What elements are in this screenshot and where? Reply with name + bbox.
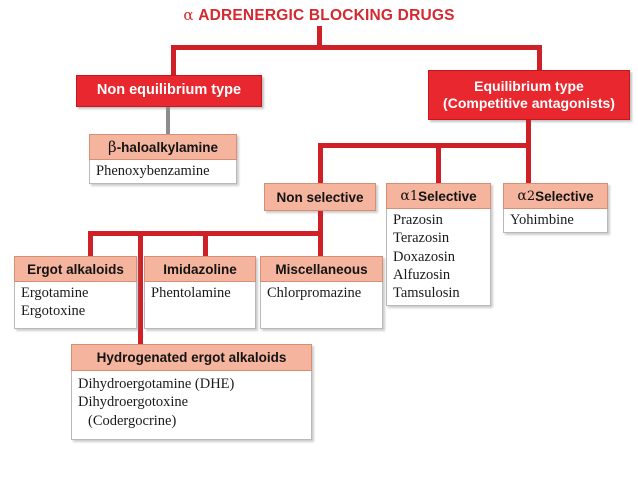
- list-item: Phenoxybenzamine: [96, 163, 210, 179]
- connector-drop-alpha1: [436, 143, 441, 183]
- connector-drop-equilibrium: [537, 45, 542, 70]
- connector-drop-non-selective: [318, 143, 323, 183]
- node-imidazoline-body: Phentolamine: [144, 282, 256, 329]
- node-imidazoline[interactable]: Imidazoline Phentolamine: [144, 256, 256, 329]
- node-equilibrium-type[interactable]: Equilibrium type (Competitive antagonist…: [428, 70, 630, 120]
- connector-drop-ergot-alkaloids: [88, 231, 93, 256]
- node-hydrogenated-ergot-alkaloids-header: Hydrogenated ergot alkaloids: [71, 344, 312, 371]
- node-miscellaneous[interactable]: Miscellaneous Chlorpromazine: [260, 256, 383, 329]
- list-item: Prazosin: [393, 212, 443, 228]
- node-ergot-alkaloids-header-text: Ergot alkaloids: [27, 261, 124, 277]
- alpha-symbol: α: [517, 188, 527, 204]
- connector-non-selective-stem: [318, 211, 323, 235]
- node-hydrogenated-ergot-alkaloids[interactable]: Hydrogenated ergot alkaloids Dihydroergo…: [71, 344, 312, 440]
- list-item: (Codergocrine): [88, 412, 177, 429]
- node-ergot-alkaloids[interactable]: Ergot alkaloids Ergotamine Ergotoxine: [14, 256, 137, 329]
- node-alpha1-selective-header-text: Selective: [418, 188, 477, 204]
- node-hydrogenated-ergot-alkaloids-body: Dihydroergotamine (DHE) Dihydroergotoxin…: [71, 371, 312, 440]
- list-item: Phentolamine: [151, 285, 231, 301]
- alpha-symbol: α: [400, 188, 410, 204]
- node-non-selective[interactable]: Non selective: [264, 183, 376, 211]
- node-hydrogenated-ergot-alkaloids-header-text: Hydrogenated ergot alkaloids: [96, 350, 287, 365]
- list-item: Dihydroergotoxine: [78, 394, 189, 411]
- node-miscellaneous-header: Miscellaneous: [260, 256, 383, 282]
- node-haloalkylamine[interactable]: β-haloalkylamine Phenoxybenzamine: [89, 134, 237, 185]
- connector-nonequilibrium-to-haloalkylamine: [166, 107, 170, 134]
- connector-drop-miscellaneous: [318, 231, 323, 256]
- node-miscellaneous-body: Chlorpromazine: [260, 282, 383, 329]
- alpha1-subscript: 1: [409, 188, 419, 204]
- list-item: Terazosin: [393, 230, 450, 247]
- node-non-equilibrium-type-label: Non equilibrium type: [96, 82, 242, 99]
- connector-drop-imidazoline: [203, 231, 208, 256]
- title-text: ADRENERGIC BLOCKING DRUGS: [198, 7, 455, 24]
- connector-level1-bar: [171, 45, 542, 50]
- connector-drop-alpha2: [526, 143, 531, 183]
- connector-drop-nonequilibrium: [171, 45, 176, 75]
- node-imidazoline-header-text: Imidazoline: [163, 261, 237, 277]
- node-haloalkylamine-header-text: -haloalkylamine: [116, 139, 218, 155]
- list-item: Alfuzosin: [393, 266, 451, 283]
- alpha-symbol: α: [183, 6, 194, 24]
- node-equilibrium-type-label-line2: (Competitive antagonists): [443, 95, 615, 111]
- node-ergot-alkaloids-body: Ergotamine Ergotoxine: [14, 282, 137, 329]
- list-item: Dihydroergotamine (DHE): [78, 376, 235, 392]
- node-alpha1-selective-body: Prazosin Terazosin Doxazosin Alfuzosin T…: [386, 209, 491, 307]
- connector-title-stem: [317, 26, 322, 48]
- node-non-selective-label: Non selective: [276, 189, 364, 205]
- list-item: Doxazosin: [393, 248, 456, 265]
- node-imidazoline-header: Imidazoline: [144, 256, 256, 282]
- list-item: Ergotoxine: [21, 303, 86, 320]
- connector-equilibrium-bar: [318, 143, 531, 148]
- node-haloalkylamine-body: Phenoxybenzamine: [89, 160, 237, 185]
- connector-to-hydrogenated-ergot: [138, 231, 143, 346]
- node-haloalkylamine-header: β-haloalkylamine: [89, 134, 237, 160]
- list-item: Chlorpromazine: [267, 285, 362, 301]
- node-equilibrium-type-label-line1: Equilibrium type: [474, 78, 584, 95]
- node-miscellaneous-header-text: Miscellaneous: [275, 261, 368, 277]
- list-item: Tamsulosin: [393, 285, 460, 302]
- node-alpha2-selective-header-text: Selective: [535, 188, 594, 204]
- beta-symbol: β: [108, 138, 117, 156]
- list-item: Yohimbine: [510, 212, 574, 228]
- node-non-equilibrium-type[interactable]: Non equilibrium type: [76, 75, 262, 107]
- node-ergot-alkaloids-header: Ergot alkaloids: [14, 256, 137, 282]
- page-title: α ADRENERGIC BLOCKING DRUGS: [0, 6, 638, 25]
- connector-equilibrium-stem: [526, 120, 531, 147]
- node-alpha2-selective-body: Yohimbine: [503, 209, 608, 234]
- list-item: Ergotamine: [21, 285, 89, 301]
- alpha2-subscript: 2: [526, 188, 536, 204]
